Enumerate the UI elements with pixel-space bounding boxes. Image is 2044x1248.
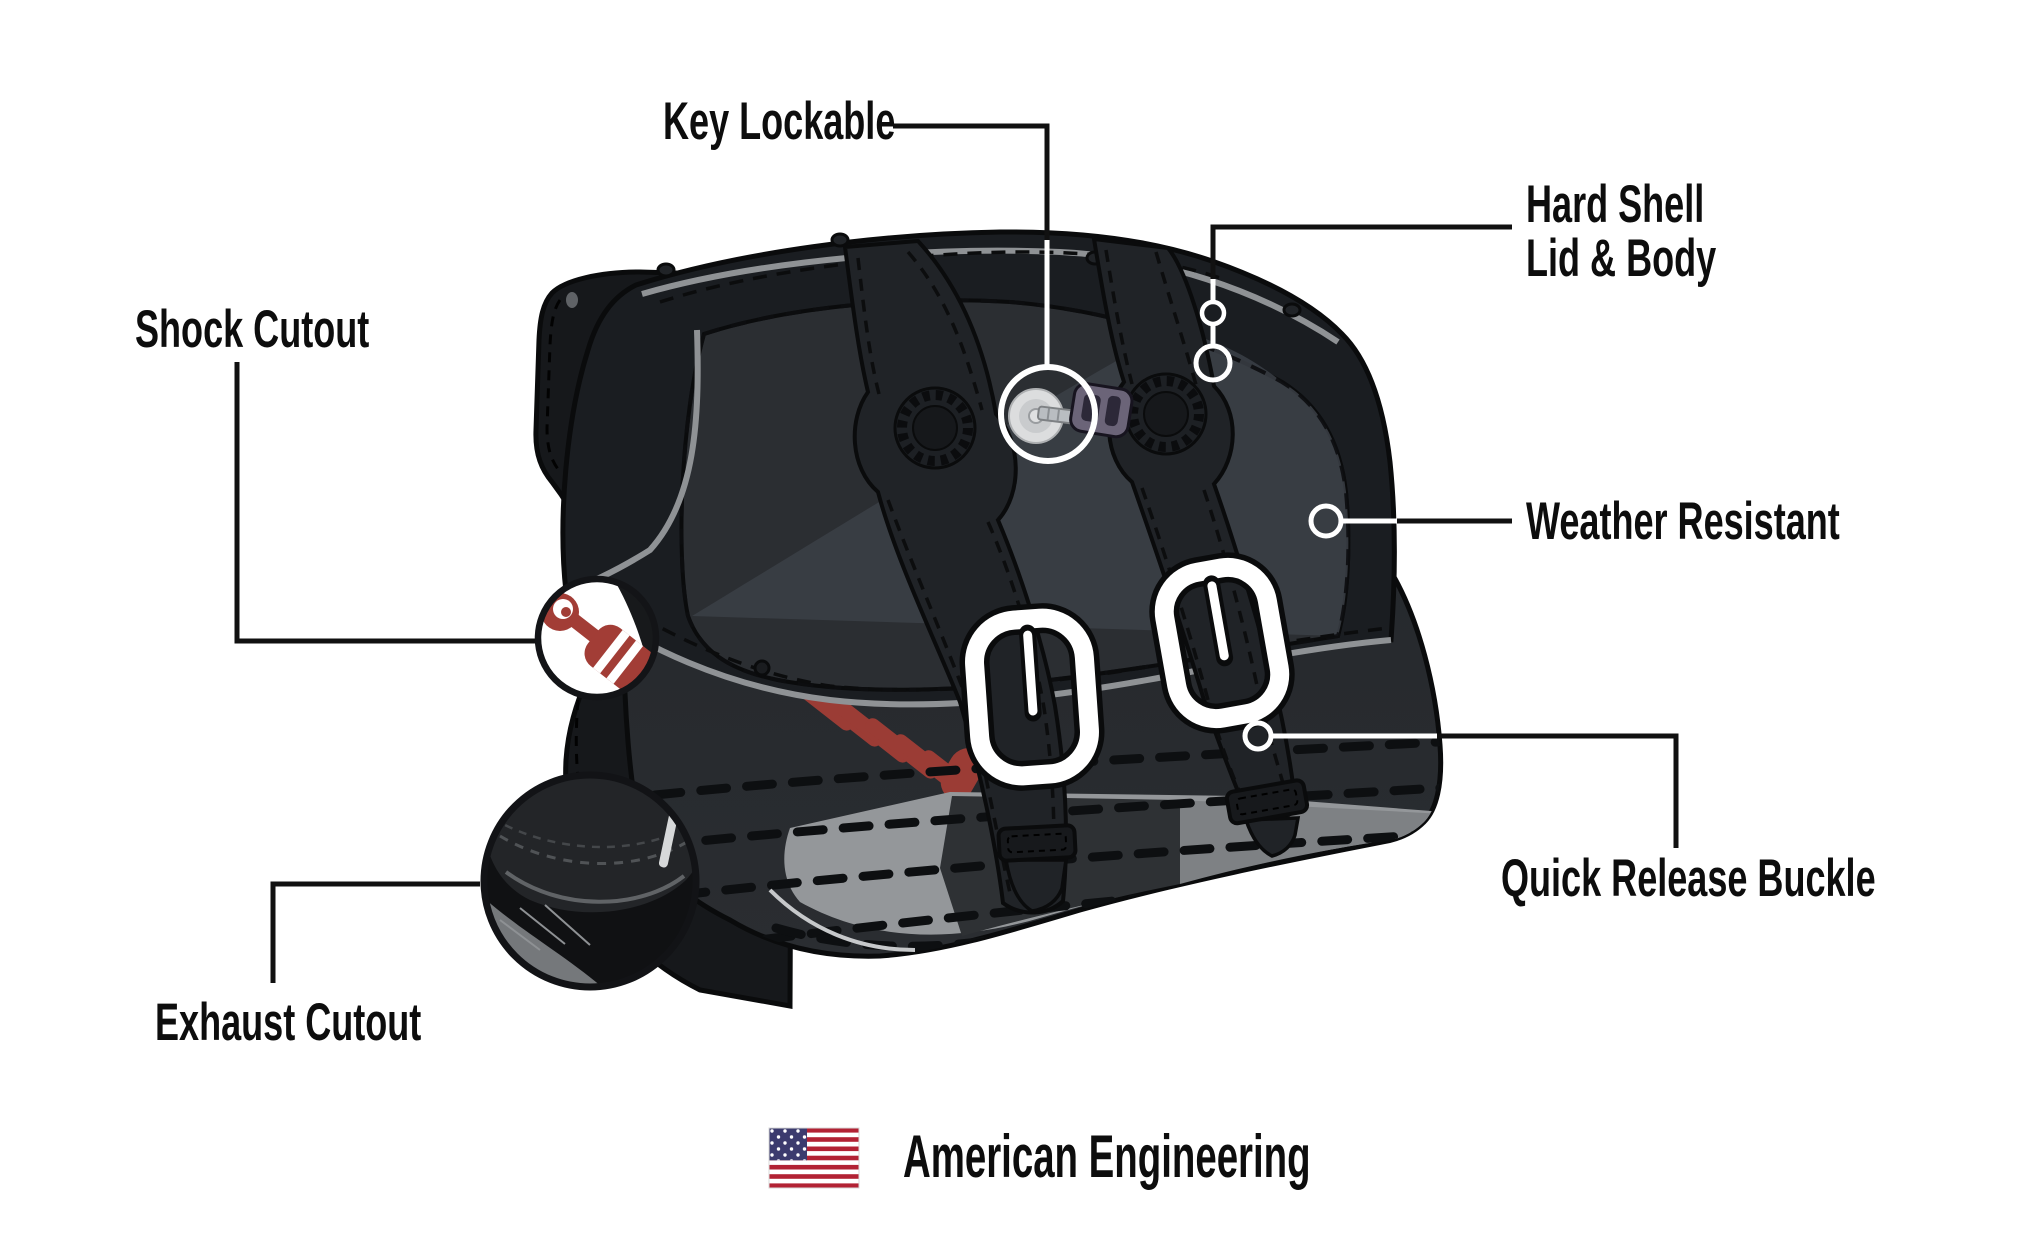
lock-icon (1008, 382, 1134, 444)
label-shock-cutout: Shock Cutout (135, 300, 370, 359)
usa-flag-icon (768, 1127, 860, 1189)
shock-cutout-detail-circle (534, 575, 660, 701)
callout-shock-cutout (234, 362, 660, 701)
label-weather-resistant: Weather Resistant (1526, 492, 1840, 551)
marker-ring-key (998, 364, 1098, 464)
callout-exhaust-cutout (270, 771, 700, 991)
callout-weather-resistant (1308, 503, 1512, 539)
exhaust-cutout-detail-circle (480, 771, 700, 991)
marker-ring-large (1193, 343, 1233, 383)
lid-knob-left (893, 386, 977, 470)
label-hard-shell: Hard Shell Lid & Body (1526, 175, 1717, 288)
key-icon (1036, 382, 1134, 439)
label-exhaust-cutout: Exhaust Cutout (155, 993, 422, 1052)
callout-hard-shell (1193, 224, 1512, 383)
right-buckle (1149, 552, 1295, 734)
callout-key-lockable (893, 123, 1098, 464)
rivet (566, 292, 578, 308)
label-american-engineering: American Engineering (903, 1123, 1311, 1190)
marker-ring-small (1199, 299, 1227, 327)
saddlebag-illustration (533, 229, 1444, 1009)
lid-knob-right (1124, 372, 1208, 456)
label-quick-release-buckle: Quick Release Buckle (1501, 849, 1876, 908)
left-buckle (959, 603, 1105, 791)
label-key-lockable: Key Lockable (663, 92, 896, 151)
callout-quick-release (1242, 720, 1679, 848)
